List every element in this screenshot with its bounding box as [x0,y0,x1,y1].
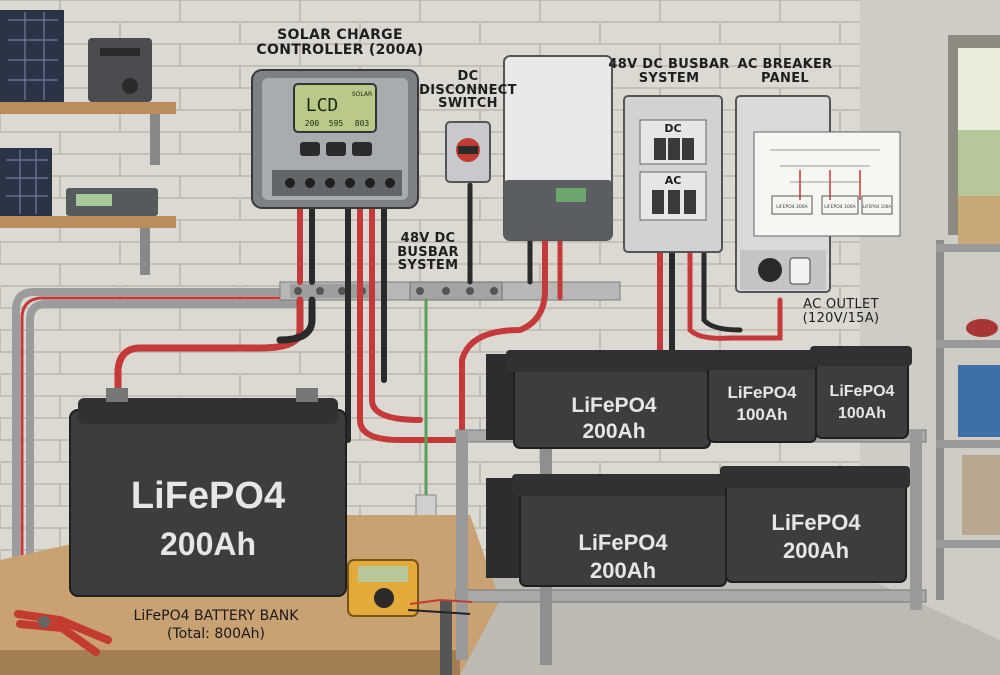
label-dc-disconnect-line3: SWITCH [438,96,498,112]
controller-lcd-corner: SOLAR [352,91,372,98]
battery-lower-2-chemistry: LiFePO4 [771,510,861,535]
battery-lower-1-chemistry: LiFePO4 [578,530,668,555]
storage-shelf [936,196,1000,600]
battery-upper-3: LiFePO4 100Ah [810,346,912,439]
battery-lower-2: LiFePO4 200Ah [720,466,910,583]
label-busbar-mid-line1: 48V DC [400,231,456,246]
battery-upper-2-chemistry: LiFePO4 [728,383,798,402]
dc-breaker-3[interactable] [682,138,694,160]
battery-large-chemistry: LiFePO4 [131,475,285,517]
battery-upper-1: LiFePO4 200Ah [486,350,712,449]
battery-upper-1-capacity: 200Ah [582,420,645,443]
controller-lcd-main: LCD [306,95,339,116]
label-battery-bank-line1: LiFePO4 BATTERY BANK [133,608,299,624]
battery-upper-2-capacity: 100Ah [736,405,787,424]
breaker-enclosure: DC AC [623,95,723,253]
ac-outlet-round[interactable] [758,258,782,282]
label-busbar-mid-line2: BUSBAR [397,244,459,260]
pliers [14,610,112,656]
sheet-box-1: LIFEPO4 200A [776,204,808,210]
battery-upper-3-chemistry: LiFePO4 [830,383,895,400]
label-busbar-top-line1: 48V DC BUSBAR [608,57,730,72]
sheet-box-2: LIFEPO4 100A [824,204,856,210]
label-dc-disconnect-line1: DC [457,69,479,84]
sheet-box-3: LIFEPO4 100A [863,204,891,209]
label-solar-charge-controller-line1: SOLAR CHARGE [277,27,403,43]
battery-lower-2-capacity: 200Ah [783,538,849,563]
breaker-ac-label: AC [665,174,682,187]
controller-lcd-val2: 595 [329,119,344,128]
battery-lower-1: LiFePO4 200Ah [486,474,728,587]
label-busbar-top-line2: SYSTEM [638,70,700,86]
controller-button-3[interactable] [352,142,372,156]
label-battery-bank: LiFePO4 BATTERY BANK (Total: 800Ah) [96,608,336,643]
multimeter [347,559,473,617]
label-busbar-top: 48V DC BUSBAR SYSTEM [604,58,734,85]
battery-upper-1-chemistry: LiFePO4 [571,394,657,417]
label-solar-charge-controller: SOLAR CHARGE CONTROLLER (200A) [240,28,440,57]
cables [114,182,783,507]
dc-disconnect-switch[interactable] [445,121,491,183]
label-busbar-mid: 48V DC BUSBAR SYSTEM [376,232,480,273]
controller-lcd-val1: 200 [305,119,320,128]
battery-upper-2: LiFePO4 100Ah [702,350,820,443]
label-dc-disconnect-line2: DISCONNECT [419,82,517,98]
wall-shelf-lower [0,148,176,275]
ac-breaker-3[interactable] [684,190,696,214]
breaker-dc-label: DC [664,122,681,135]
inverter [503,55,613,241]
label-battery-bank-line2: (Total: 800Ah) [167,625,265,642]
battery-lower-1-capacity: 200Ah [590,558,656,583]
label-dc-disconnect: DC DISCONNECT SWITCH [418,70,518,111]
controller-button-1[interactable] [300,142,320,156]
label-ac-outlet-line1: AC OUTLET [803,297,879,312]
label-solar-charge-controller-line2: CONTROLLER (200A) [256,41,424,58]
battery-large: LiFePO4 200Ah [69,388,347,597]
ac-outlet[interactable] [789,257,811,285]
dc-breaker-2[interactable] [668,138,680,160]
controller-lcd-val3: 803 [355,119,370,128]
controller-lcd [293,83,377,133]
wall-shelf-upper [0,10,176,165]
ac-breaker-1[interactable] [652,190,664,214]
label-ac-outlet: AC OUTLET (120V/15A) [776,298,906,325]
controller-button-2[interactable] [326,142,346,156]
busbar-rail [279,281,621,301]
battery-upper-3-capacity: 100Ah [838,405,886,422]
label-ac-breaker-panel: AC BREAKER PANEL [730,58,840,85]
label-ac-outlet-line2: (120V/15A) [802,310,880,326]
wiring-diagram-sheet: LIFEPO4 200A LIFEPO4 100A LIFEPO4 100A [753,131,901,237]
battery-large-capacity: 200Ah [160,526,256,562]
conduit [12,288,300,564]
ac-breaker-2[interactable] [668,190,680,214]
label-busbar-mid-line3: SYSTEM [397,258,459,274]
label-ac-breaker-panel-line2: PANEL [761,70,809,86]
label-ac-breaker-panel-line1: AC BREAKER [737,57,833,72]
dc-breaker-1[interactable] [654,138,666,160]
solar-charge-controller: LCD SOLAR 200 595 803 [251,69,419,209]
